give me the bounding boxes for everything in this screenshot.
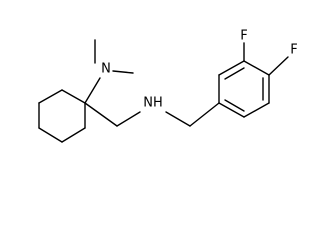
bond-ring-5: [61, 127, 86, 143]
difluorophenyl-ring: [218, 60, 270, 118]
bond-ring-4: [38, 127, 63, 143]
chemical-structure-diagram: N NH F F: [38, 29, 298, 143]
cyclohexane-ring: [38, 89, 86, 143]
bond-ring-2: [38, 89, 63, 104]
bond-c1-ch2: [84, 102, 118, 127]
bond-nh-ch2: [165, 111, 191, 127]
bond-ch2-nh: [116, 111, 141, 127]
atom-label-f-meta: F: [240, 29, 247, 44]
fluorine-substituents: F F: [240, 29, 298, 76]
bond-aryl-2: [218, 60, 245, 76]
atom-label-f-para: F: [290, 43, 297, 58]
bond-aryl-double-1: [224, 67, 245, 80]
bond-aryl-3: [243, 60, 270, 76]
bond-ring-1: [61, 89, 86, 104]
bond-c1-n: [84, 77, 101, 104]
bond-aryl-6: [218, 102, 245, 118]
bond-ch2-aryl: [189, 102, 220, 127]
dimethylamino-group: N: [84, 39, 134, 104]
bond-aryl-5: [243, 102, 270, 118]
atom-label-nh: NH: [143, 96, 163, 111]
atom-label-n-dimethyl: N: [101, 62, 111, 77]
aminomethyl-linker: NH: [84, 96, 220, 127]
bond-n-methyl-right: [112, 70, 134, 74]
bond-c4-f: [268, 56, 289, 76]
bond-aryl-double-3: [224, 99, 245, 112]
